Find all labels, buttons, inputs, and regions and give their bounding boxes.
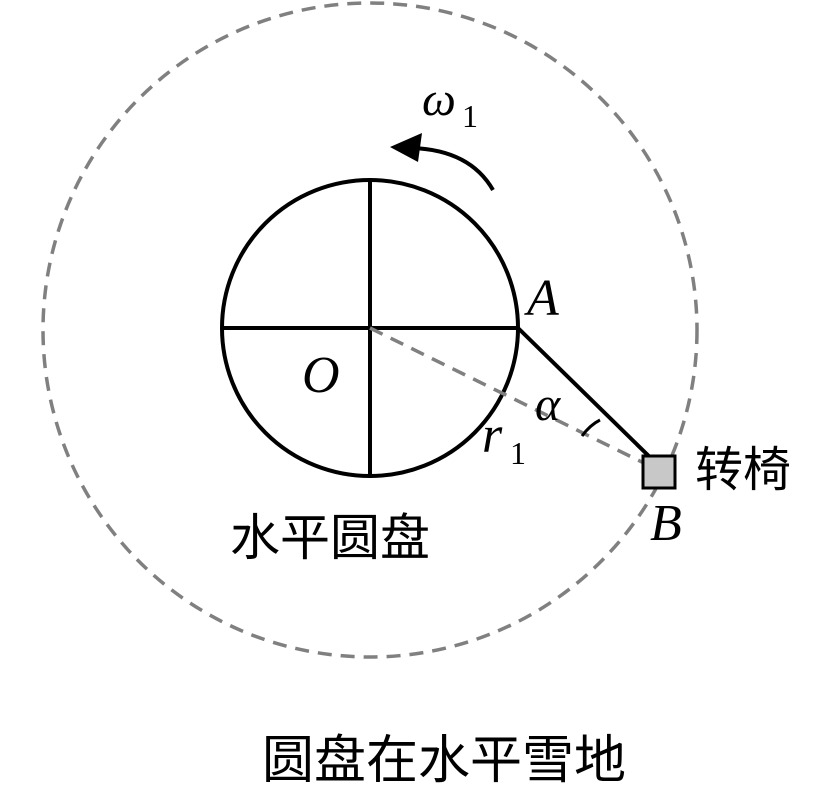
omega-subscript: 1 [462,98,478,134]
chair-label: 转椅 [695,442,791,498]
rotation-arrow-arc [411,146,495,192]
angle-alpha-label: α [535,378,561,431]
disk-label: 水平圆盘 [230,509,430,567]
omega-label: ω [422,73,456,126]
point-o-label: O [302,347,340,404]
caption-text: 圆盘在水平雪地 [262,731,626,791]
point-b-label: B [650,495,682,552]
point-a-label: A [524,270,559,327]
radius-dashed-line [369,326,661,473]
rotation-arrowhead-icon [390,133,422,162]
radius-subscript: 1 [510,435,526,471]
radius-label: r [482,407,503,464]
angle-alpha-arc [580,418,601,437]
chair-square [641,454,677,490]
rope-line [516,326,662,469]
outer-dashed-circle [41,1,699,659]
